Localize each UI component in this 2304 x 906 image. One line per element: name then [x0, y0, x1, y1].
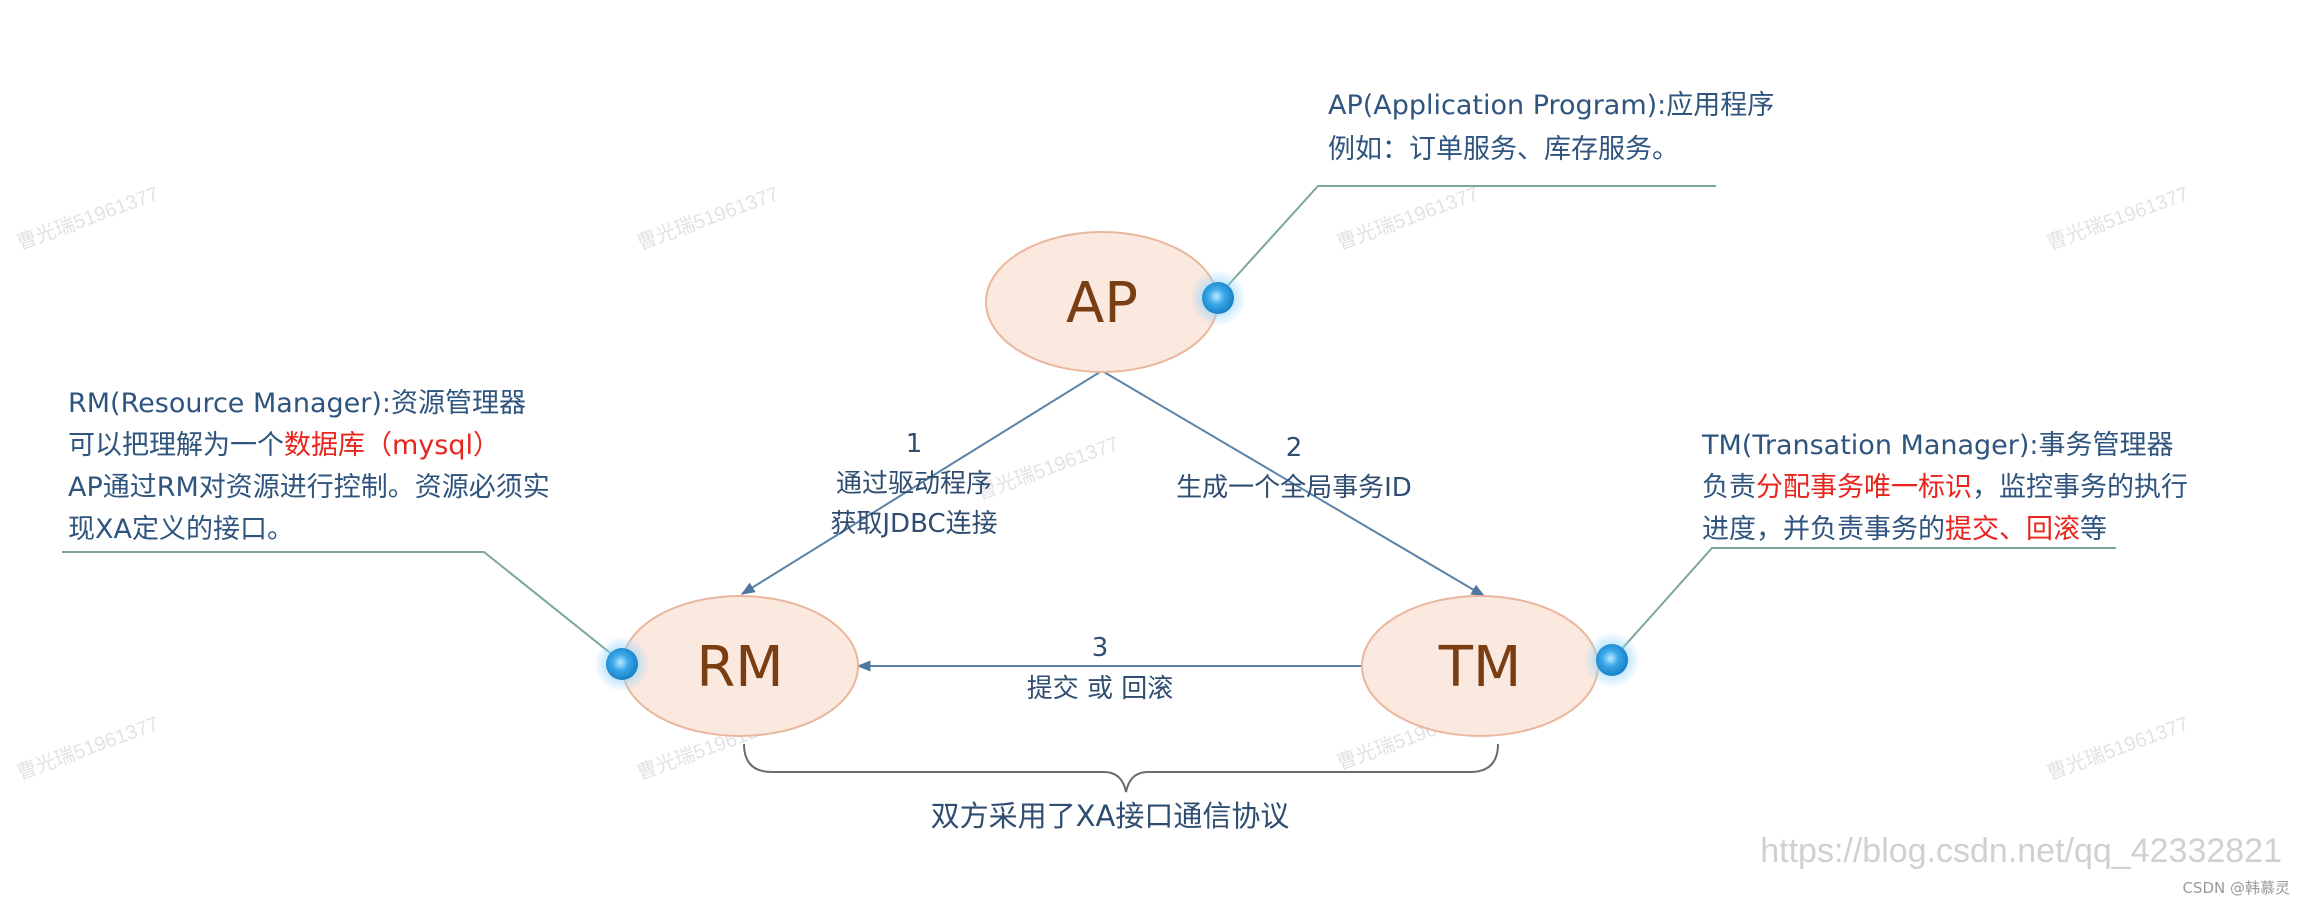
tm-note-line3: 进度，并负责事务的提交、回滚等 [1702, 514, 2107, 545]
edge-ap-to-tm [1103, 371, 1486, 597]
edge-2-label: 2 生成一个全局事务ID [1176, 433, 1412, 503]
ap-note-line2: 例如：订单服务、库存服务。 [1328, 134, 1679, 165]
url-watermark: https://blog.csdn.net/qq_42332821 [1760, 832, 2282, 870]
ap-dot-icon [1190, 270, 1246, 326]
edge-1-number: 1 [906, 429, 923, 459]
ap-note-leader [1221, 185, 1716, 293]
brace-label: 双方采用了XA接口通信协议 [931, 799, 1290, 833]
ap-note: AP(Application Program):应用程序 例如：订单服务、库存服… [1328, 90, 1774, 165]
csdn-author-watermark: CSDN @韩慕灵 [2182, 879, 2290, 897]
svg-text:曹光瑞51961377: 曹光瑞51961377 [1334, 182, 1482, 255]
node-ap-label: AP [1066, 271, 1138, 336]
svg-text:曹光瑞51961377: 曹光瑞51961377 [14, 182, 162, 255]
rm-note-leader [62, 551, 625, 665]
rm-note: RM(Resource Manager):资源管理器 可以把理解为一个数据库（m… [68, 388, 550, 545]
tm-note-line2-highlight: 分配事务唯一标识 [1756, 472, 1972, 503]
edge-3-line1: 提交 或 回滚 [1027, 674, 1174, 704]
tm-note: TM(Transation Manager):事务管理器 负责分配事务唯一标识，… [1701, 430, 2188, 545]
node-rm-label: RM [696, 635, 783, 700]
tm-note-line3-highlight: 提交、回滚 [1945, 514, 2080, 545]
edge-1-line2: 获取JDBC连接 [830, 509, 997, 539]
curly-brace [743, 743, 1499, 793]
node-tm: TM [1361, 595, 1599, 737]
tm-note-line3-prefix: 进度，并负责事务的 [1702, 514, 1945, 545]
rm-note-line2: 可以把理解为一个数据库（mysql） [68, 430, 500, 461]
rm-note-line3: AP通过RM对资源进行控制。资源必须实 [68, 472, 550, 503]
rm-note-line4: 现XA定义的接口。 [68, 514, 294, 545]
tm-dot-icon [1584, 632, 1640, 688]
edge-ap-to-rm [740, 371, 1101, 595]
svg-text:曹光瑞51961377: 曹光瑞51961377 [14, 712, 162, 785]
edge-2-number: 2 [1286, 433, 1303, 463]
tm-note-line3-suffix: 等 [2080, 514, 2107, 545]
svg-text:曹光瑞51961377: 曹光瑞51961377 [2044, 182, 2192, 255]
edge-3-label: 3 提交 或 回滚 [1027, 633, 1174, 704]
tm-note-leader [1611, 547, 2116, 661]
edge-3-number: 3 [1092, 633, 1109, 663]
rm-note-line1: RM(Resource Manager):资源管理器 [68, 388, 526, 419]
edge-1-label: 1 通过驱动程序 获取JDBC连接 [830, 429, 997, 539]
rm-dot-icon [594, 636, 650, 692]
rm-note-line2-highlight: 数据库（mysql） [284, 430, 500, 461]
tm-note-line2-suffix: ，监控事务的执行 [1972, 472, 2188, 503]
rm-note-line2-prefix: 可以把理解为一个 [68, 430, 284, 461]
svg-text:曹光瑞51961377: 曹光瑞51961377 [2044, 712, 2192, 785]
node-ap: AP [985, 231, 1219, 373]
svg-text:曹光瑞51961377: 曹光瑞51961377 [974, 432, 1122, 505]
edge-1-line1: 通过驱动程序 [836, 469, 992, 499]
edge-2-line1: 生成一个全局事务ID [1176, 473, 1412, 503]
tm-note-line1: TM(Transation Manager):事务管理器 [1701, 430, 2174, 461]
node-rm: RM [621, 595, 859, 737]
tm-note-line2: 负责分配事务唯一标识，监控事务的执行 [1702, 472, 2188, 503]
svg-text:曹光瑞51961377: 曹光瑞51961377 [634, 182, 782, 255]
ap-note-line1: AP(Application Program):应用程序 [1328, 90, 1774, 121]
tm-note-line2-prefix: 负责 [1702, 472, 1756, 503]
node-tm-label: TM [1438, 635, 1522, 700]
